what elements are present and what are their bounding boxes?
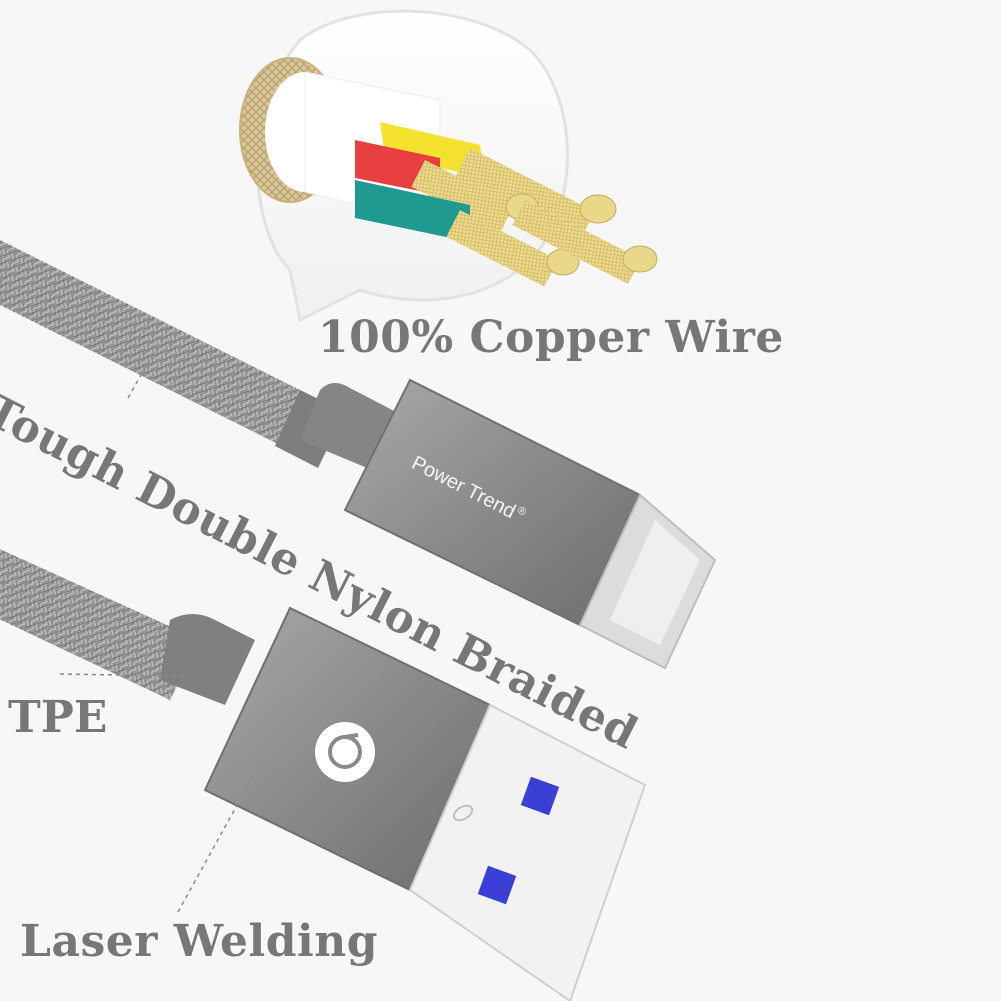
laser-welding-label: Laser Welding <box>20 916 378 967</box>
type-c-cable <box>0 240 717 670</box>
tpe-label: TPE <box>8 692 108 743</box>
usb-a-cable <box>0 549 647 1001</box>
brand-logo-icon <box>315 722 375 782</box>
copper-wire-cross-section <box>239 57 658 287</box>
copper-wire-label: 100% Copper Wire <box>318 312 784 363</box>
leader-lines <box>59 344 263 913</box>
usb-contact-bottom <box>477 865 517 905</box>
usb-contact-top <box>520 776 560 816</box>
